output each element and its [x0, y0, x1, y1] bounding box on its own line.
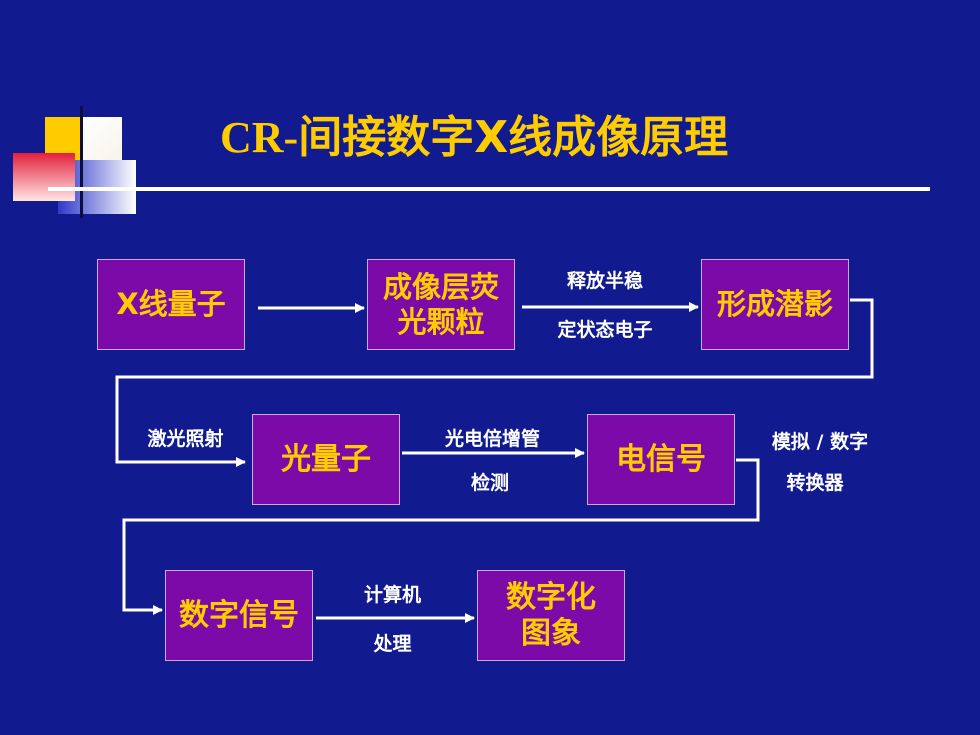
label-laser: 激光照射 — [147, 428, 224, 450]
node-light-quantum: 光量子 — [252, 414, 400, 505]
label-computer-top: 计算机 — [363, 584, 421, 606]
label-adc-top: 模拟 / 数字 — [771, 431, 869, 453]
decor-red-square — [13, 153, 75, 201]
slide-title: CR-间接数字X线成像原理 — [220, 112, 729, 163]
connector-electric-to-digital — [122, 458, 760, 615]
node-electric-signal: 电信号 — [587, 414, 735, 505]
decor-vertical-line — [80, 106, 83, 218]
label-computer-bottom: 处理 — [373, 633, 412, 655]
node-xray-quantum: X线量子 — [97, 259, 245, 350]
label-release-bottom: 定状态电子 — [557, 319, 653, 341]
node-latent-image: 形成潜影 — [701, 259, 849, 350]
node-digital-signal: 数字信号 — [165, 570, 313, 661]
label-pmt-top: 光电倍增管 — [444, 428, 540, 450]
title-underline — [48, 187, 930, 191]
label-pmt-bottom: 检测 — [470, 472, 509, 494]
label-adc-bottom: 转换器 — [786, 472, 844, 494]
connector-latent-to-laser — [115, 298, 874, 467]
node-digital-image: 数字化 图象 — [477, 570, 625, 661]
node-phosphor-grain: 成像层荧 光颗粒 — [367, 259, 515, 350]
label-release-top: 释放半稳 — [566, 270, 643, 292]
